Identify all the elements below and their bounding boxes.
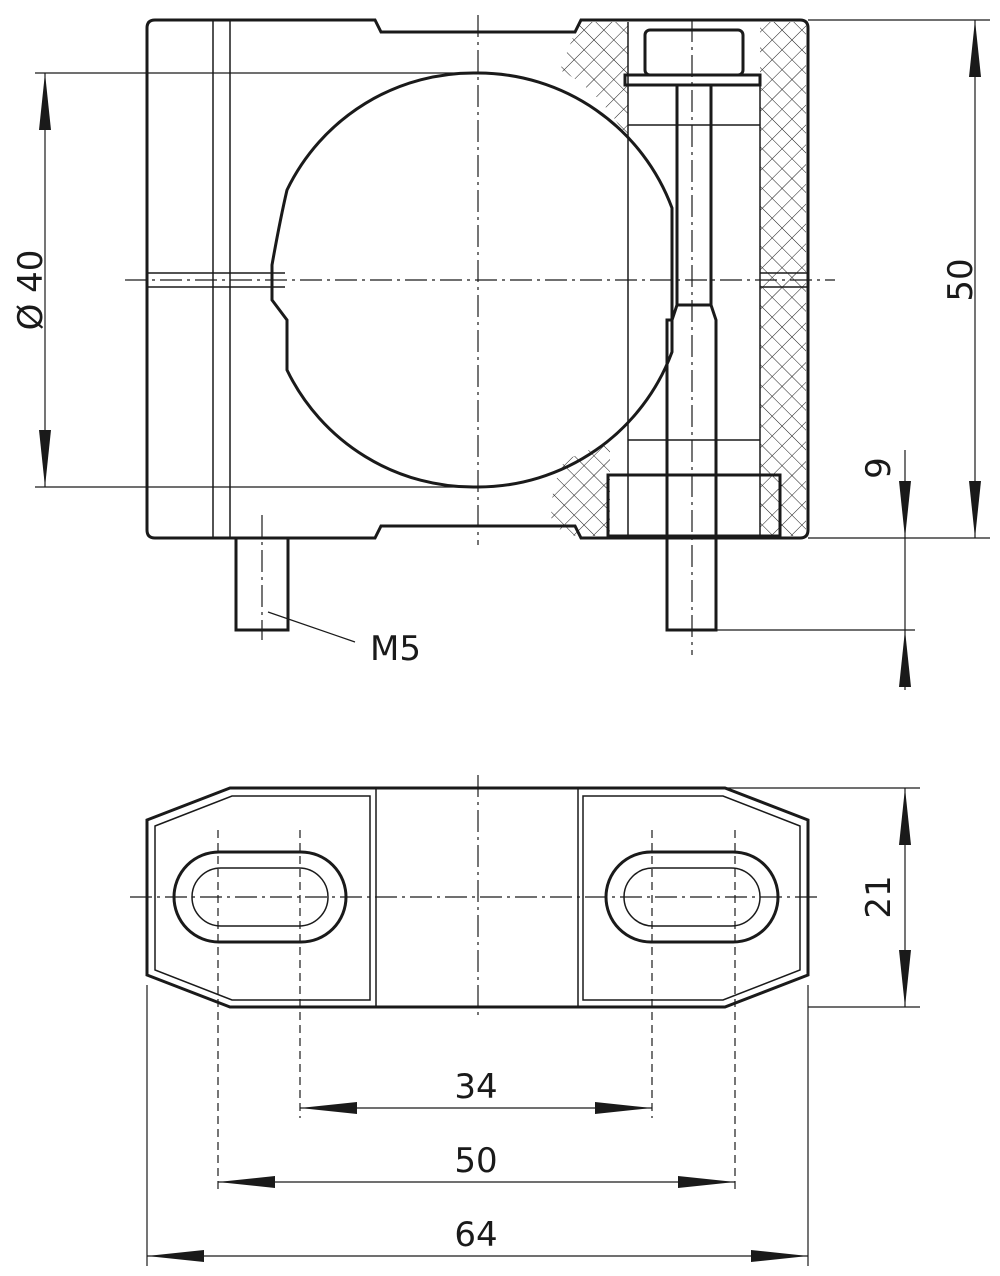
clamp-body-outline bbox=[145, 18, 810, 540]
hatched-section-right bbox=[760, 22, 806, 536]
width-label: 21 bbox=[859, 875, 899, 918]
height-label: 50 bbox=[941, 258, 981, 301]
hatched-section-top bbox=[560, 22, 628, 140]
base-outline bbox=[145, 786, 810, 1009]
overall-length-label: 64 bbox=[454, 1215, 497, 1255]
diameter-label: Ø 40 bbox=[11, 250, 51, 331]
hatched-section-bottom bbox=[551, 440, 610, 536]
pipe-bore bbox=[270, 71, 674, 489]
bolt-threaded-end bbox=[665, 303, 718, 632]
inner-spacing-label: 34 bbox=[454, 1067, 497, 1107]
m5-leader bbox=[267, 611, 356, 643]
protrusion-label: 9 bbox=[859, 457, 899, 479]
outer-spacing-label: 50 bbox=[454, 1141, 497, 1181]
front-view: M5 Ø 40 50 9 bbox=[11, 15, 990, 690]
nut-insert bbox=[606, 473, 782, 538]
thread-label: M5 bbox=[370, 629, 421, 669]
top-view: 21 34 50 64 bbox=[130, 775, 920, 1266]
